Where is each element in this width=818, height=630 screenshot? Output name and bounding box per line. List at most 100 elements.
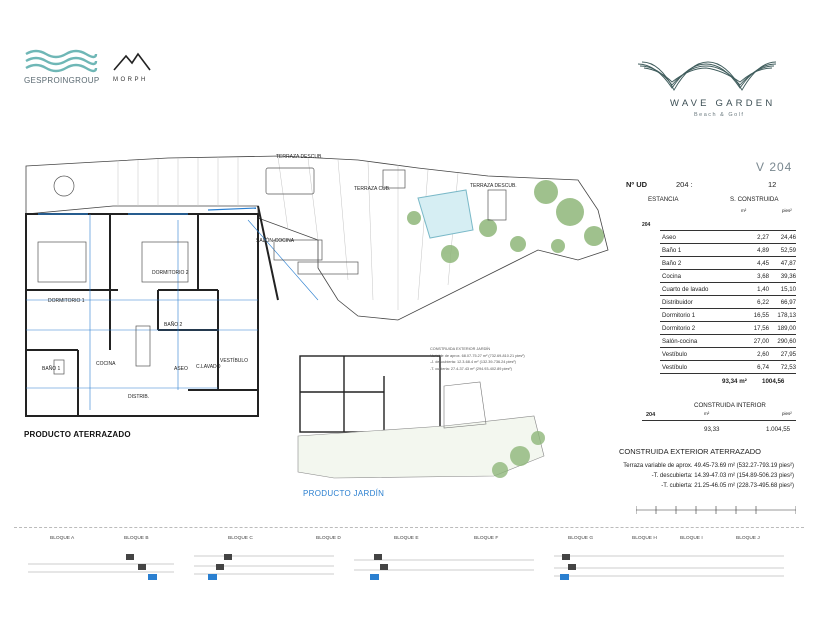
total-line (660, 373, 796, 374)
windows (38, 207, 257, 215)
row-m2: 4,89 (757, 247, 769, 254)
dimension-lines (26, 214, 319, 410)
wave-garden-subtitle: Beach & Golf (694, 112, 745, 118)
exterior-line1: Terraza variable de aprox. 49.45-73.69 m… (623, 463, 794, 469)
row-m2: 4,45 (757, 260, 769, 267)
nud-number: 12 (768, 180, 777, 189)
vegetation (407, 180, 604, 263)
row-m2: 17,56 (753, 325, 769, 332)
producto-aterrazado-label: PRODUCTO ATERRAZADO (24, 430, 131, 439)
row-name: Aseo (662, 234, 676, 241)
bloque-label: BLOQUE B (124, 536, 149, 541)
row-m2: 3,68 (757, 273, 769, 280)
label-bano-1: BAÑO 1 (42, 365, 61, 372)
morph-mountain-icon (113, 52, 151, 71)
interior-pies: 1.004,55 (766, 426, 791, 433)
row-m2: 6,74 (757, 364, 769, 371)
pool (417, 189, 474, 239)
construida-row: Aseo 2,27 24,46 (660, 230, 796, 244)
construida-row: Dormitorio 2 17,56 189,00 (660, 321, 796, 335)
interior-row-label: 204 (646, 412, 656, 418)
gesproin-text: GESPROINGROUP (24, 76, 100, 85)
wave-garden-logo: WAVE GARDEN Beach & Golf (634, 58, 784, 128)
col-sconstruida: S. CONSTRUIDA (730, 196, 779, 203)
floor-plan-aterrazado: TERRAZA DESCUB. TERRAZA CUB. TERRAZA DES… (25, 154, 609, 417)
bloque-label: BLOQUE G (568, 536, 594, 541)
bloque-label: BLOQUE J (736, 536, 760, 541)
total-m2: 93,34 m² (722, 378, 747, 385)
jardin-note-line2: -J. descubierta: 12.3-68.4 m² (132.39-73… (430, 360, 516, 364)
unit-pies: pies² (782, 208, 792, 213)
row-m2: 6,22 (757, 299, 769, 306)
jardin-note-line3: -T. cubierta: 27.4-37.43 m² (294.93-402.… (430, 366, 512, 371)
row-pies: 290,60 (777, 338, 796, 345)
row-m2: 1,40 (757, 286, 769, 293)
row-name: Vestíbulo (662, 364, 688, 371)
wave-garden-icon (637, 61, 777, 91)
bloque-markers-dark (126, 554, 576, 570)
exterior-line2: -T. descubierta: 14.39-47.03 m² (154.89-… (651, 473, 794, 479)
bloque-label: BLOQUE I (680, 536, 703, 541)
label-dormitorio-2: DORMITORIO 2 (152, 270, 189, 276)
label-dormitorio-1: DORMITORIO 1 (48, 298, 85, 304)
deck-hatching (117, 156, 459, 310)
total-pies: 1004,56 (762, 378, 785, 385)
row-pies: 178,13 (777, 312, 796, 319)
bloque-label: BLOQUE E (394, 536, 419, 541)
scale-bar (636, 506, 796, 514)
wave-garden-title: WAVE GARDEN (670, 98, 776, 109)
row-m2: 2,60 (757, 351, 769, 358)
row-pies: 39,36 (780, 273, 796, 280)
row-name: Baño 2 (662, 260, 682, 267)
bloques-diagram (28, 554, 784, 580)
exterior-title: CONSTRUIDA EXTERIOR ATERRAZADO (619, 447, 761, 456)
row-name: Salón-cocina (662, 338, 698, 345)
label-distrib: DISTRIB. (128, 394, 149, 400)
row-m2: 2,27 (757, 234, 769, 241)
row-name: Cocina (662, 273, 681, 280)
interior-walls (25, 205, 279, 417)
row-name: Dormitorio 1 (662, 312, 696, 319)
floor-plan-jardin (297, 355, 545, 479)
label-terraza-desc-2: TERRAZA DESCUB. (470, 183, 517, 189)
bloque-label: BLOQUE C (228, 536, 253, 541)
row-pies: 47,87 (780, 260, 796, 267)
bloque-label: BLOQUE A (50, 536, 75, 541)
row-name: Dormitorio 2 (662, 325, 696, 332)
producto-jardin-label: PRODUCTO JARDÍN (303, 489, 385, 498)
gesproin-wave-icon (25, 49, 98, 73)
unit-m2: m² (741, 208, 747, 213)
row-pies: 52,59 (780, 247, 796, 254)
row-name: Distribuidor (662, 299, 693, 306)
construida-row: Dormitorio 1 16,55 178,13 (660, 308, 796, 322)
row-name: Cuarto de lavado (662, 286, 709, 293)
interior-unit-m2: m² (704, 411, 710, 416)
row-m2: 16,55 (753, 312, 769, 319)
construida-row: Cocina 3,68 39,36 (660, 269, 796, 283)
bloque-label: BLOQUE D (316, 536, 341, 541)
label-vestibulo: VESTÍBULO (220, 357, 248, 364)
construida-row: Cuarto de lavado 1,40 15,10 (660, 282, 796, 296)
label-bano-2: BAÑO 2 (164, 321, 183, 328)
row-pies: 24,46 (780, 234, 796, 241)
label-cl: C.LAVADO (196, 364, 221, 370)
row-pies: 189,00 (777, 325, 796, 332)
furniture (37, 167, 507, 375)
jardin-note-title: CONSTRUIDA EXTERIOR JARDÍN (430, 347, 491, 351)
row-m2: 27,00 (753, 338, 769, 345)
jardin-area-note: CONSTRUIDA EXTERIOR JARDÍN Variable de a… (430, 346, 525, 372)
morph-text: MORPH (113, 77, 148, 83)
row-pies: 72,53 (780, 364, 796, 371)
gesproin-logo: GESPROINGROUP (22, 48, 102, 88)
row-pies: 15,10 (780, 286, 796, 293)
label-cocina: COCINA (96, 361, 116, 367)
bloque-label: BLOQUE F (474, 536, 499, 541)
label-terraza-desc-1: TERRAZA DESCUB. (276, 154, 323, 160)
interior-title: CONSTRUIDA INTERIOR (694, 402, 766, 409)
interior-line (642, 420, 796, 421)
bloques-strip (14, 527, 804, 584)
row-pies: 27,95 (780, 351, 796, 358)
